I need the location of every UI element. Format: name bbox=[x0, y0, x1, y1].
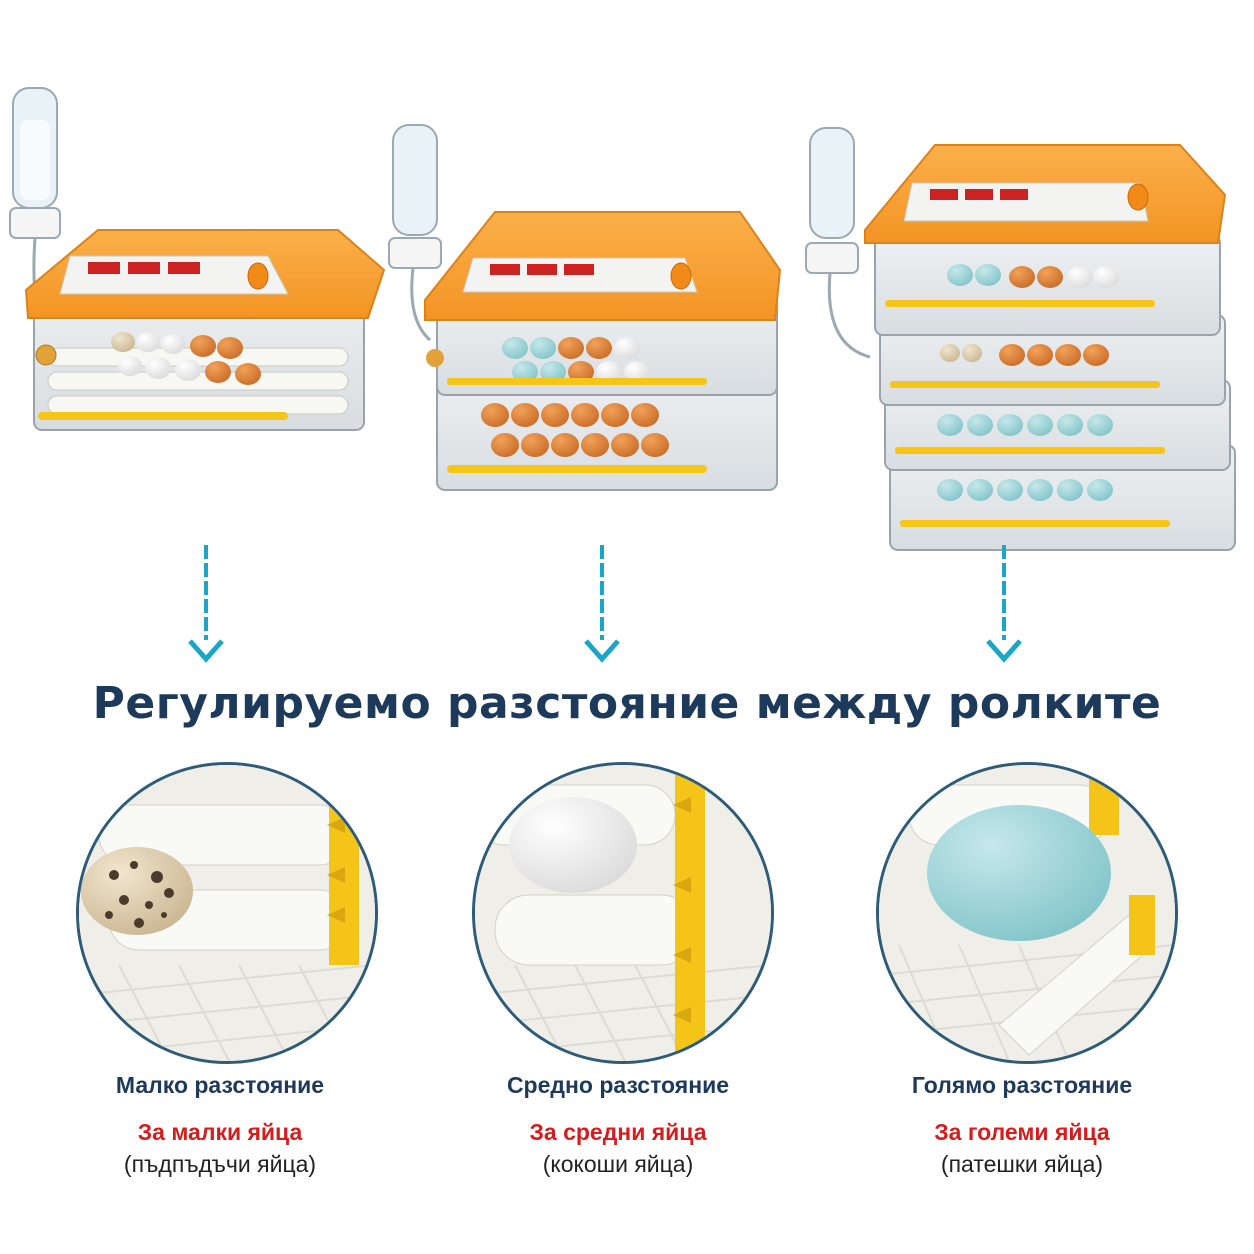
caption-title: Средно разстояние bbox=[506, 1072, 730, 1098]
duck-egg-icon bbox=[876, 762, 1178, 1064]
incubator-single-tier-icon bbox=[8, 80, 388, 450]
caption-large: Голямо разстояние За големи яйца (патешк… bbox=[822, 1068, 1222, 1180]
caption-note: (патешки яйца) bbox=[940, 1151, 1104, 1177]
caption-medium: Средно разстояние За средни яйца (кокоши… bbox=[418, 1068, 818, 1180]
caption-note: (пъдпъдъчи яйца) bbox=[123, 1151, 317, 1177]
arrow-down-icon bbox=[584, 545, 620, 663]
caption-subtitle: За големи яйца bbox=[934, 1119, 1110, 1145]
caption-subtitle: За средни яйца bbox=[529, 1119, 707, 1145]
incubator-two-tier-icon bbox=[385, 120, 785, 510]
caption-title: Малко разстояние bbox=[115, 1072, 325, 1098]
chicken-egg-icon bbox=[472, 762, 774, 1064]
quail-egg-icon bbox=[76, 762, 378, 1064]
arrow-down-icon bbox=[188, 545, 224, 663]
headline: Регулируемо разстояние между ролките bbox=[92, 678, 1162, 729]
caption-note: (кокоши яйца) bbox=[542, 1151, 694, 1177]
incubator-four-tier-icon bbox=[800, 125, 1250, 560]
caption-subtitle: За малки яйца bbox=[137, 1119, 303, 1145]
caption-title: Голямо разстояние bbox=[911, 1072, 1133, 1098]
caption-small: Малко разстояние За малки яйца (пъдпъдъч… bbox=[20, 1068, 420, 1180]
arrow-down-icon bbox=[986, 545, 1022, 663]
